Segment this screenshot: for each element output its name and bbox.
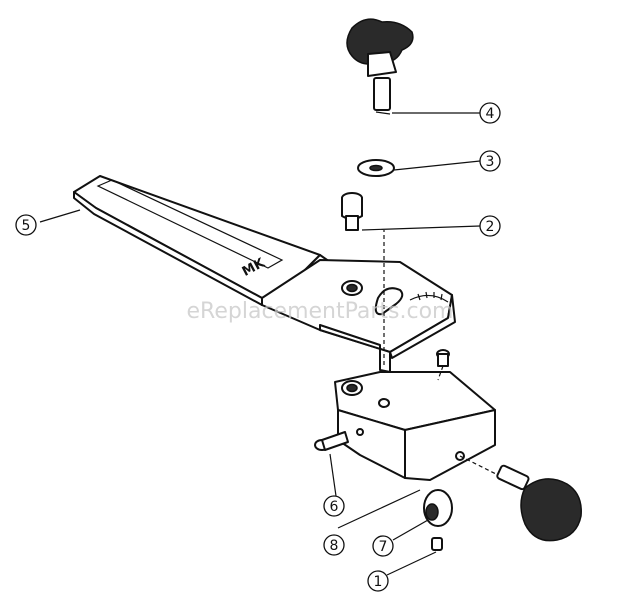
callout-8-label: 8 (330, 538, 339, 554)
part-1-set-screw (431, 537, 443, 551)
callout-3-label: 3 (486, 154, 495, 170)
callout-7: 7 (372, 535, 394, 557)
callout-8: 8 (323, 534, 345, 556)
leader-lines (39, 112, 499, 576)
callout-6: 6 (323, 495, 345, 517)
base-block (334, 371, 496, 481)
callout-4-label: 4 (486, 106, 495, 122)
callout-4: 4 (479, 102, 501, 124)
part-4-knob-screw (346, 18, 414, 115)
part-6-screw (314, 431, 349, 451)
callout-2-label: 2 (486, 219, 495, 235)
watermark-text: eReplacementParts.com (187, 299, 454, 324)
callout-6-label: 6 (330, 499, 339, 515)
part-3-washer (357, 159, 395, 177)
pin-screw (436, 349, 450, 367)
part-2-cap-screw (341, 192, 363, 231)
callout-2: 2 (479, 215, 501, 237)
callout-1-label: 1 (374, 574, 383, 590)
part-7-bushing (423, 489, 453, 527)
side-knob (496, 464, 582, 542)
angle-scale (409, 291, 449, 303)
callout-7-label: 7 (379, 539, 388, 555)
callout-5-label: 5 (22, 218, 31, 234)
callout-3: 3 (479, 150, 501, 172)
arm-head-block (261, 259, 456, 373)
callout-5: 5 (15, 214, 37, 236)
callout-1: 1 (367, 570, 389, 592)
